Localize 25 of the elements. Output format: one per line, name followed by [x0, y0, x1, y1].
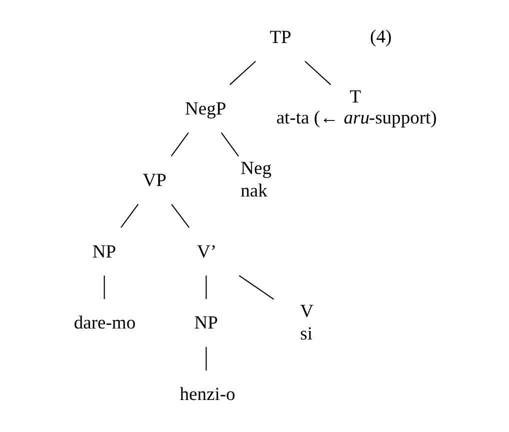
node-text: NP [92, 241, 116, 262]
node-text: NegP [185, 98, 226, 120]
node-text: TP [270, 26, 292, 48]
connector [171, 204, 190, 228]
connector [170, 132, 189, 156]
connector [230, 60, 256, 86]
node-text: henzi-o [180, 384, 236, 406]
connector [220, 132, 239, 156]
node-label: si [300, 323, 313, 344]
connector [206, 347, 207, 370]
connector [304, 60, 332, 86]
label: (4) [370, 26, 392, 48]
node-text: VP [142, 170, 166, 191]
node-text: T [350, 86, 362, 108]
connector [120, 204, 139, 228]
node-label: at-ta (← aru-support) [276, 108, 437, 129]
connector [206, 276, 207, 300]
node-text: NP [194, 312, 218, 334]
node-text: Neg [240, 158, 272, 179]
connector [238, 275, 274, 300]
node-text: dare-mo [74, 312, 136, 334]
node-text: V [300, 300, 314, 322]
node-label: nak [240, 180, 268, 202]
node-text: V’ [196, 241, 216, 262]
connector [104, 276, 105, 300]
